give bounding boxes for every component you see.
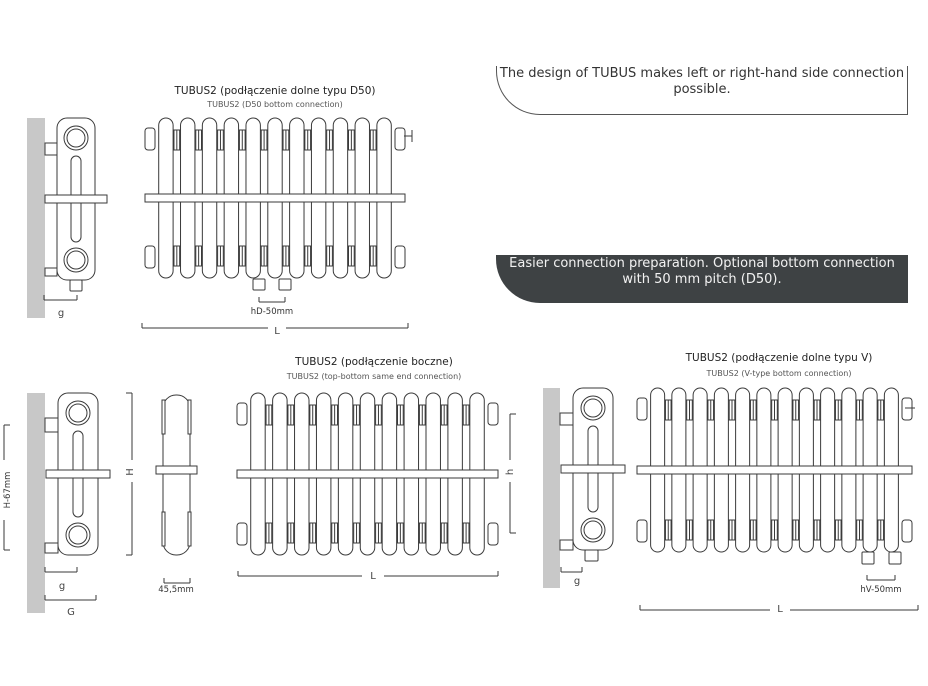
callout-bottom-connection: Easier connection preparation. Optional … [496, 255, 908, 303]
pipe-circle-inner [68, 525, 88, 545]
pipe-circle-inner [583, 520, 603, 540]
end-cap [901, 397, 913, 421]
dimension-line [560, 567, 583, 573]
end-cap [901, 519, 913, 543]
cap [161, 511, 166, 547]
valve [861, 407, 915, 565]
d50-length-label: L [274, 326, 280, 337]
mounting-bar [44, 194, 108, 204]
valve [69, 279, 83, 292]
side-length-label: L [370, 571, 376, 582]
bracket [44, 142, 58, 156]
bottom-valve [584, 549, 599, 562]
dimension-line [43, 295, 78, 301]
mounting-bar [236, 469, 499, 479]
side-depth-label: 45,5mm [158, 585, 194, 595]
wall-bracket [44, 417, 59, 554]
dimension-line [639, 605, 919, 611]
dimension-line [509, 413, 516, 534]
bottom-valve [69, 279, 83, 292]
end-cap [636, 397, 648, 421]
wall [27, 118, 45, 318]
end-cap [487, 522, 499, 546]
pipe-circle-inner [583, 398, 603, 418]
callout-side-connection: The design of TUBUS makes left or right-… [496, 66, 908, 115]
side-side-view [45, 392, 111, 556]
side-subtitle: TUBUS2 (top-bottom same end connection) [286, 372, 462, 381]
dimension-line [44, 595, 97, 601]
bottom-valve [861, 551, 875, 565]
vtype-front-view [636, 387, 913, 553]
wall [543, 388, 560, 588]
end-cap [144, 245, 156, 269]
pipe-circle-inner [68, 403, 88, 423]
end-cap [236, 522, 248, 546]
dimension-line [866, 575, 896, 581]
side-H-label: H [125, 468, 136, 476]
d50-title: TUBUS2 (podłączenie dolne typu D50) [173, 85, 375, 97]
valve [584, 549, 599, 562]
pipe-circle-inner [66, 250, 86, 270]
wall-bracket [44, 142, 58, 277]
bracket [44, 417, 59, 433]
bottom-valve [252, 278, 266, 291]
mounting-bar [45, 469, 111, 479]
bracket [559, 539, 574, 551]
side-title: TUBUS2 (podłączenie boczne) [294, 356, 453, 368]
mounting-bar [636, 465, 913, 475]
pipe-circle-inner [66, 128, 86, 148]
vtype-g-label: g [574, 576, 580, 587]
d50-front-view [144, 117, 406, 279]
bracket [44, 542, 59, 554]
bottom-valve [278, 278, 292, 291]
dimension-line [44, 567, 78, 573]
end-cap [394, 245, 406, 269]
end-cap [487, 402, 499, 426]
side-h-label: h [505, 469, 516, 475]
dimension-line [141, 323, 409, 329]
side-g-label: g [59, 581, 65, 592]
bracket [559, 412, 574, 426]
mounting-bar [144, 193, 406, 203]
d50-pitch-label: hD-50mm [251, 307, 293, 317]
d50-g-label: g [58, 308, 64, 319]
d50-subtitle: TUBUS2 (D50 bottom connection) [206, 100, 342, 109]
vtype-subtitle: TUBUS2 (V-type bottom connection) [706, 369, 852, 378]
vtype-side-view [560, 387, 626, 551]
cap [187, 399, 192, 435]
dimension-line [258, 297, 286, 303]
vtype-pitch-label: hV-50mm [860, 585, 901, 595]
bottom-valve [888, 551, 902, 565]
cap [187, 511, 192, 547]
narrow-profile [162, 394, 191, 556]
vtype-title: TUBUS2 (podłączenie dolne typu V) [685, 352, 873, 364]
end-cap [236, 402, 248, 426]
mounting-bar [155, 465, 198, 475]
end-cap [636, 519, 648, 543]
bracket [44, 267, 58, 277]
end-cap [144, 127, 156, 151]
vtype-length-label: L [777, 604, 783, 615]
valve [252, 130, 413, 291]
wall [27, 393, 45, 613]
dimension-line [3, 424, 10, 551]
d50-side-view [44, 117, 108, 281]
end-cap [394, 127, 406, 151]
mounting-bar [560, 464, 626, 474]
side-front-view [236, 392, 499, 556]
dimension-line [237, 571, 499, 577]
dimension-line [163, 578, 191, 584]
side-h67-label: H-67mm [3, 472, 13, 509]
cap [161, 399, 166, 435]
side-G-label: G [67, 607, 75, 618]
narrow-view [155, 394, 198, 556]
dimension-line [126, 392, 133, 556]
wall-bracket [559, 412, 574, 551]
